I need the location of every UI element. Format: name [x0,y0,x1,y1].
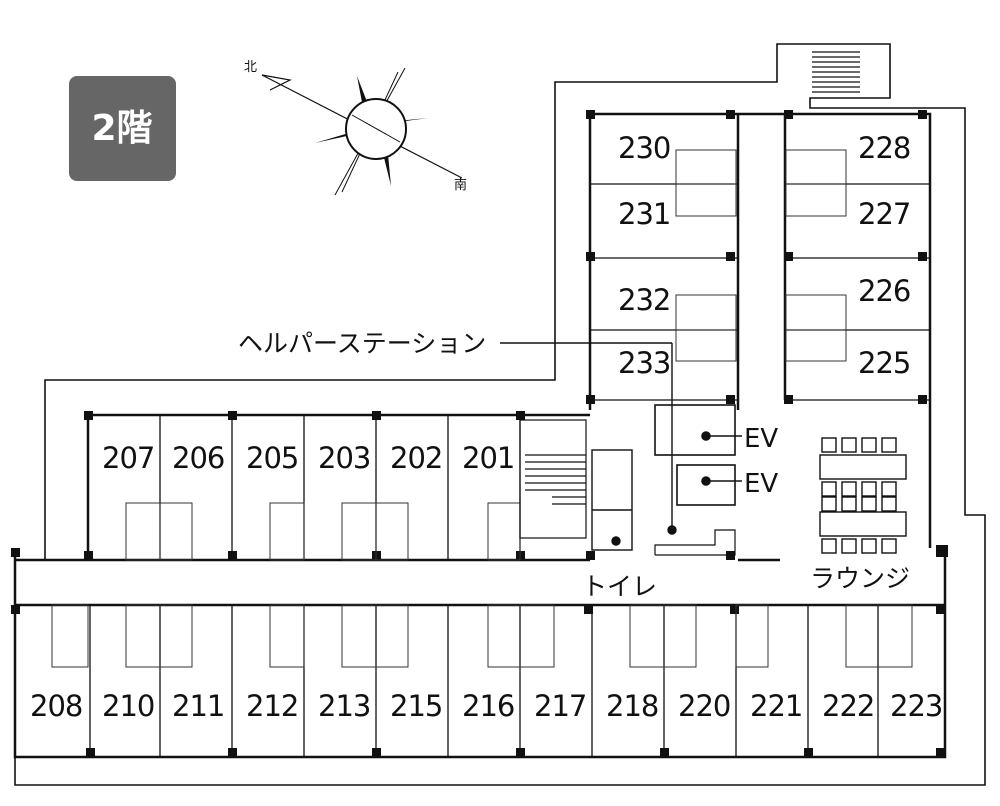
room-205: 205 [246,441,298,475]
ev-leaders [706,435,742,482]
lounge-furniture [819,437,907,554]
room-221: 221 [750,689,802,723]
helper-station-counter [654,529,736,556]
room-232: 232 [618,283,670,317]
room-223: 223 [890,689,942,723]
elevator-2-label: EV [744,469,778,499]
room-201: 201 [462,441,514,475]
compass-icon: 北 南 [244,60,467,196]
room-227: 227 [858,197,910,231]
room-215: 215 [390,689,442,723]
rooms-upper-row: 207 206 205 203 202 201 [102,441,515,475]
top-stair [812,51,860,93]
building-walls [13,112,947,759]
room-233: 233 [618,346,670,380]
elevator-1-label: EV [744,424,778,454]
helper-station-leader [500,342,677,535]
room-226: 226 [858,274,910,308]
room-206: 206 [172,441,224,475]
room-216: 216 [462,689,514,723]
room-218: 218 [606,689,658,723]
room-212: 212 [246,689,298,723]
room-partitions [89,183,930,757]
room-208: 208 [30,689,82,723]
room-220: 220 [678,689,730,723]
room-222: 222 [822,689,874,723]
bathroom-fixtures [51,149,913,668]
rooms-north-left: 230 231 232 233 [618,131,671,380]
floor-badge: 2階 [69,76,176,181]
room-228: 228 [858,131,910,165]
room-231: 231 [618,197,670,231]
rooms-north-right: 228 227 226 225 [858,131,911,380]
floor-label: 2階 [91,108,152,149]
central-stair [519,419,587,539]
site-boundary [14,43,986,786]
toilet-block [591,449,633,551]
lounge-label: ラウンジ [810,564,910,593]
room-213: 213 [318,689,370,723]
room-211: 211 [172,689,224,723]
room-203: 203 [318,441,370,475]
elevator-shafts [654,404,736,506]
room-210: 210 [102,689,154,723]
compass-north: 北 [244,60,257,75]
rooms-lower-row: 208 210 211 212 213 215 216 217 218 220 … [30,689,943,723]
room-230: 230 [618,131,670,165]
compass-south: 南 [454,177,467,193]
room-202: 202 [390,441,442,475]
helper-station-label: ヘルパーステーション [238,329,486,358]
toilet-label: トイレ [582,572,657,601]
room-217: 217 [534,689,586,723]
room-207: 207 [102,441,154,475]
room-225: 225 [858,346,910,380]
